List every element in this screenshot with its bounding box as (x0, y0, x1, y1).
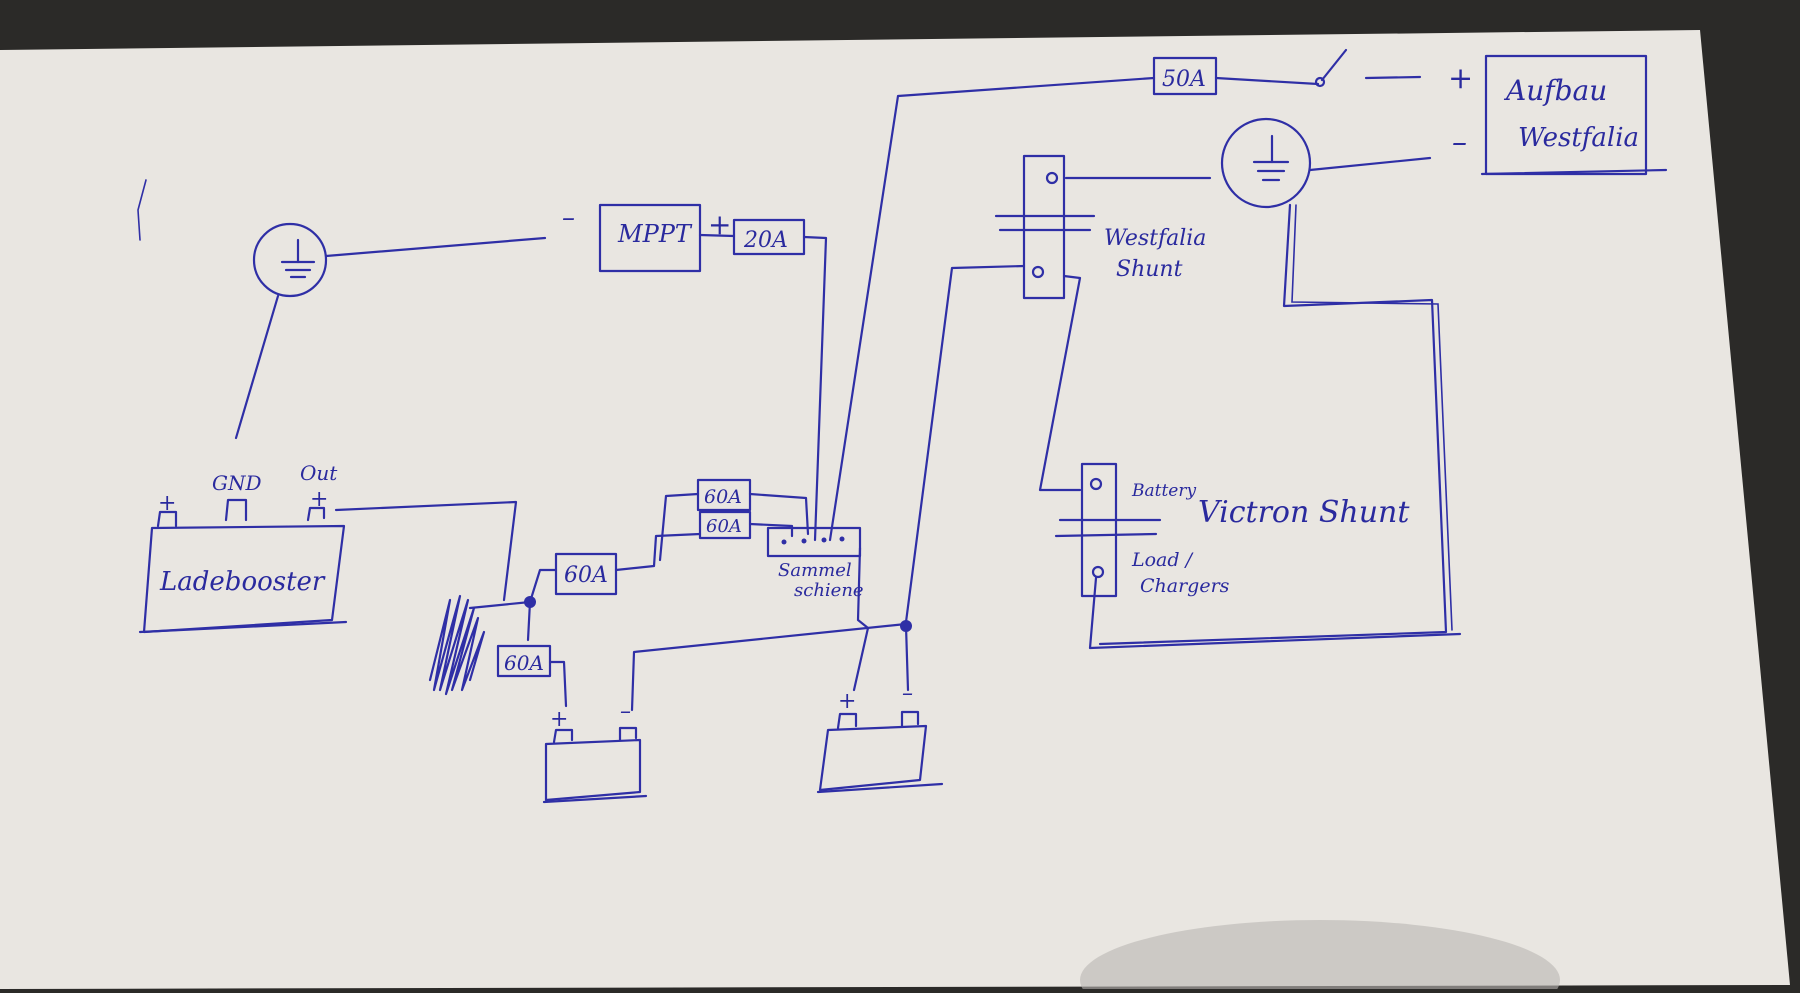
ladebooster-box (142, 524, 346, 634)
sammelschiene-bar (766, 526, 862, 558)
wire-mppt-to-20a (698, 233, 736, 238)
wire-ground-to-booster-gnd (234, 294, 280, 440)
sammelschiene-screw1 (781, 539, 787, 545)
fuse-60a-top1-label: 60A (704, 486, 742, 508)
wire-60a-top-to-left (658, 492, 700, 562)
battery1-minus-label: – (620, 699, 631, 724)
wire-sammelschiene-to-50a (828, 76, 1156, 542)
wire-westfalia-shunt-to-negative-bus (904, 264, 1026, 624)
booster-terminal-out (306, 506, 326, 522)
aufbau-minus-label: – (1452, 125, 1467, 160)
ladebooster-label: Ladebooster (159, 567, 326, 597)
sammelschiene-screw3 (821, 537, 827, 543)
wire-switch-to-aufbau (1364, 75, 1422, 80)
victron-shunt-body (1080, 462, 1118, 598)
aufbau-label-line2: Westfalia (1518, 123, 1639, 153)
fuse-60a-mid-label: 60A (564, 563, 608, 588)
battery1-terminal-plus (552, 728, 574, 744)
wire-westfalia-shunt-to-victron (1038, 274, 1082, 492)
westfalia-shunt-terminal-bottom (1031, 265, 1045, 279)
victron-shunt-bar2 (1054, 532, 1158, 538)
booster-gnd-label: GND (212, 471, 262, 495)
battery1-terminal-minus (618, 726, 638, 742)
battery2-underline (816, 782, 944, 794)
wire-60a-mid-to-60a-top (614, 532, 702, 572)
sammelschiene-label-line1: Sammel (778, 560, 852, 581)
fuse-20a-label: 20A (743, 228, 788, 253)
wire-negative-bus (630, 622, 908, 712)
wire-ground-right-down (1098, 203, 1448, 646)
ground-symbol-right (1220, 117, 1312, 209)
hand-shadow (1080, 920, 1560, 993)
wire-booster-out-to-junction (334, 500, 518, 602)
wire-negative-to-battery2 (904, 624, 910, 692)
wire-50a-to-switch (1214, 76, 1320, 86)
victron-load-label-line2: Chargers (1140, 575, 1230, 597)
stray-pen-mark (137, 179, 147, 241)
switch-contact (1314, 76, 1326, 88)
aufbau-plus-label: + (1448, 61, 1473, 96)
sammelschiene-label-line2: schiene (794, 580, 864, 601)
battery2-box (818, 724, 928, 792)
battery2-terminal-plus (836, 712, 858, 730)
wire-60a-top2-to-sammelschiene (748, 522, 794, 538)
aufbau-box-underline (1480, 168, 1668, 176)
wire-60a-top1-to-sammelschiene (748, 492, 810, 536)
victron-shunt-terminal-battery (1089, 477, 1103, 491)
mppt-plus-label: + (708, 208, 731, 241)
mppt-label: MPPT (617, 220, 693, 248)
scribbled-fuse (428, 594, 486, 696)
fuse-60a-low-label: 60A (504, 651, 544, 675)
battery1-underline (542, 794, 648, 804)
fuse-60a-mid-box (554, 552, 618, 596)
victron-battery-label: Battery (1131, 481, 1196, 501)
battery2-terminal-minus (900, 710, 920, 728)
booster-terminal-plus (156, 510, 178, 528)
battery2-plus-label: + (838, 689, 856, 714)
aufbau-westfalia-box (1484, 54, 1648, 176)
wire-junction-to-60a-mid (528, 568, 558, 604)
victron-load-label-line1: Load / (1131, 549, 1194, 571)
wire-ground-to-mppt-minus (324, 236, 547, 258)
paper-sheet (0, 30, 1790, 989)
wire-scribble-to-junction (468, 600, 532, 610)
battery1-box (544, 738, 642, 802)
wire-victron-load-to-ground (1088, 576, 1462, 650)
wire-60a-low-to-battery1 (548, 660, 568, 708)
ladebooster-underline (138, 620, 348, 634)
sammelschiene-screw4 (839, 536, 845, 542)
mppt-minus-label: – (562, 203, 575, 233)
sammelschiene-screw2 (801, 538, 807, 544)
fuse-50a-box (1152, 56, 1218, 96)
ground-symbol-left (252, 222, 328, 298)
westfalia-shunt-body (1022, 154, 1066, 300)
wire-junction-to-60a-low (526, 600, 532, 642)
wire-20a-to-sammelschiene (802, 235, 828, 542)
battery1-plus-label: + (550, 707, 568, 732)
wire-ground-right-down-2 (1291, 204, 1453, 631)
victron-shunt-label: Victron Shunt (1198, 495, 1410, 530)
westfalia-shunt-terminal-top (1045, 171, 1059, 185)
fuse-50a-label: 50A (1162, 67, 1206, 92)
mppt-box (598, 203, 702, 273)
booster-plus-label: + (158, 491, 176, 516)
westfalia-shunt-label-line1: Westfalia (1104, 226, 1206, 251)
wire-sammelschiene-to-battery2 (852, 546, 870, 692)
westfalia-shunt-label-line2: Shunt (1116, 257, 1183, 282)
battery2-minus-label: – (902, 681, 913, 706)
victron-shunt-terminal-load (1091, 565, 1105, 579)
booster-out-label: Out (300, 461, 338, 485)
booster-terminal-gnd (224, 498, 248, 522)
fuse-60a-top2-label: 60A (706, 516, 742, 537)
aufbau-label-line1: Aufbau (1503, 74, 1607, 107)
booster-out-plus-label: + (310, 487, 328, 512)
switch-lever-icon (1320, 48, 1348, 82)
wire-ground-right-to-aufbau (1308, 156, 1432, 172)
